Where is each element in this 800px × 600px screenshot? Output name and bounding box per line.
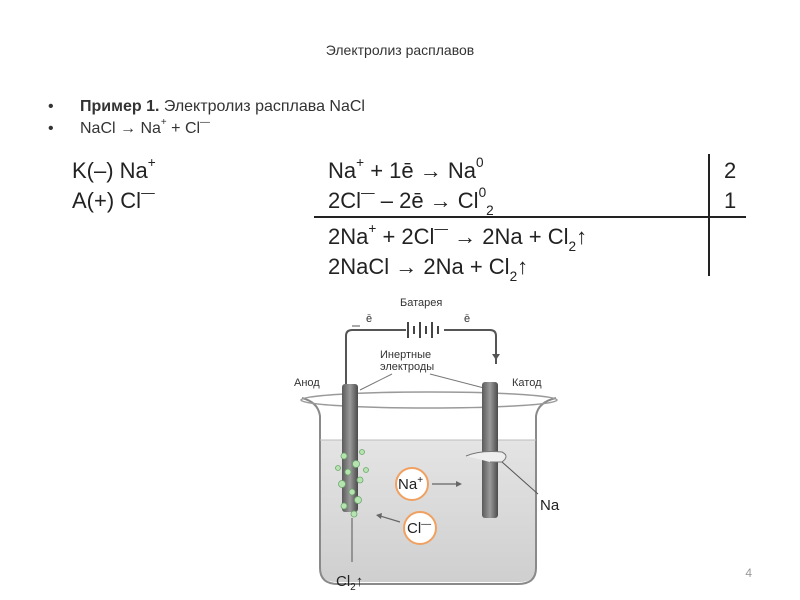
cathode-electrode [482, 382, 498, 518]
electron-right-label: ē [464, 313, 470, 325]
beaker [301, 397, 557, 585]
coefficient-2: 1 [724, 188, 737, 213]
cathode-ion-text: K(–) Na [72, 158, 148, 183]
sum1-c: → 2Na + Cl [448, 224, 569, 249]
horizontal-divider [314, 216, 746, 218]
half2-sup2: 0 [478, 184, 487, 200]
summary-equations: 2Na+ + 2Cl— → 2Na + Cl2↑ 2NaCl → 2Na + C… [328, 220, 588, 285]
anode-electrode [342, 384, 358, 512]
half1-sup1: + [356, 154, 365, 170]
anode-ion-text: A(+) Cl [72, 188, 142, 213]
sum1-sup2: — [434, 220, 449, 236]
dissociation-sup1: + [160, 116, 167, 128]
gas-bubbles [335, 449, 369, 518]
sodium-deposit [465, 451, 507, 463]
half2-sup1: — [361, 184, 375, 200]
sum1-b: + 2Cl [376, 224, 435, 249]
anode-ion-line: A(+) Cl— [72, 186, 156, 216]
half-reaction-cathode: Na+ + 1ē → Na0 [328, 156, 494, 186]
cathode-ion-sup: + [147, 154, 156, 170]
battery-label: Батарея [400, 297, 442, 309]
slide-title: Электролиз расплавов [325, 42, 475, 58]
chloride-ion-arrow-icon [376, 513, 382, 519]
electron-flow-arrow-icon [492, 354, 500, 360]
gas-arrow-icon: ↑ [576, 224, 588, 249]
half2-a: 2Cl [328, 188, 362, 213]
sum2-sub: 2 [509, 269, 518, 285]
cathode-ion-line: K(–) Na+ [72, 156, 156, 186]
sum1-sup1: + [368, 220, 377, 236]
half-reactions: Na+ + 1ē → Na0 2Cl— – 2ē → Cl02 [328, 156, 494, 219]
sum1-a: 2Na [328, 224, 369, 249]
dissociation-a: NaCl → Na [80, 120, 161, 137]
example-text: Электролиз расплава NaCl [159, 98, 365, 115]
ionic-equation: 2Na+ + 2Cl— → 2Na + Cl2↑ [328, 220, 588, 255]
chloride-ion-label: Cl— [407, 519, 431, 537]
half1-a: Na [328, 158, 357, 183]
electrodes-label-1: Инертные [380, 349, 431, 361]
bullet-dissociation: NaCl → Na+ + Cl— [46, 116, 365, 140]
half2-b: – 2ē → Cl [374, 188, 479, 213]
sum2-a: 2NaCl → 2Na + Cl [328, 254, 510, 279]
wire-left [345, 329, 406, 386]
half-reaction-anode: 2Cl— – 2ē → Cl0 2 [328, 184, 494, 219]
coefficient-1: 2 [724, 158, 737, 183]
sodium-ion-arrow-icon [456, 481, 462, 487]
sum1-sub: 2 [568, 239, 577, 255]
chlorine-gas-label: Cl2↑ [336, 573, 363, 593]
anode-ion-sup: — [141, 184, 155, 200]
cathode-label: Катод [512, 377, 542, 389]
electrode-ions: K(–) Na+ A(+) Cl— [72, 156, 156, 216]
sodium-label: Na [540, 497, 560, 514]
dissociation-sup2: — [200, 116, 210, 128]
vertical-divider [708, 154, 710, 276]
bullet-example: Пример 1. Электролиз расплава NaCl [46, 96, 365, 118]
chloride-ion-bubble [403, 511, 437, 545]
half2-sub: 2 [486, 203, 494, 219]
electrodes-label-2: электроды [380, 361, 434, 373]
molecular-equation: 2NaCl → 2Na + Cl2↑ [328, 252, 587, 285]
anode-label: Анод [294, 377, 320, 389]
example-bold: Пример 1. [80, 98, 160, 115]
half1-b: + 1ē → Na [364, 158, 476, 183]
electrolysis-diagram: Батарея ē ē Инертные электроды Анод Като… [294, 297, 560, 593]
electron-left-label: ē [366, 313, 372, 325]
sodium-ion-label: Na+ [398, 475, 423, 493]
bullet-list: Пример 1. Электролиз расплава NaCl NaCl … [46, 96, 365, 140]
dissociation-b: + Cl [166, 120, 201, 137]
half1-sup2: 0 [475, 154, 484, 170]
battery-icon [407, 322, 439, 338]
wire-right [444, 329, 497, 364]
page-number: 4 [745, 566, 752, 580]
sodium-ion-bubble [395, 467, 429, 501]
gas-arrow-icon: ↑ [517, 254, 529, 279]
